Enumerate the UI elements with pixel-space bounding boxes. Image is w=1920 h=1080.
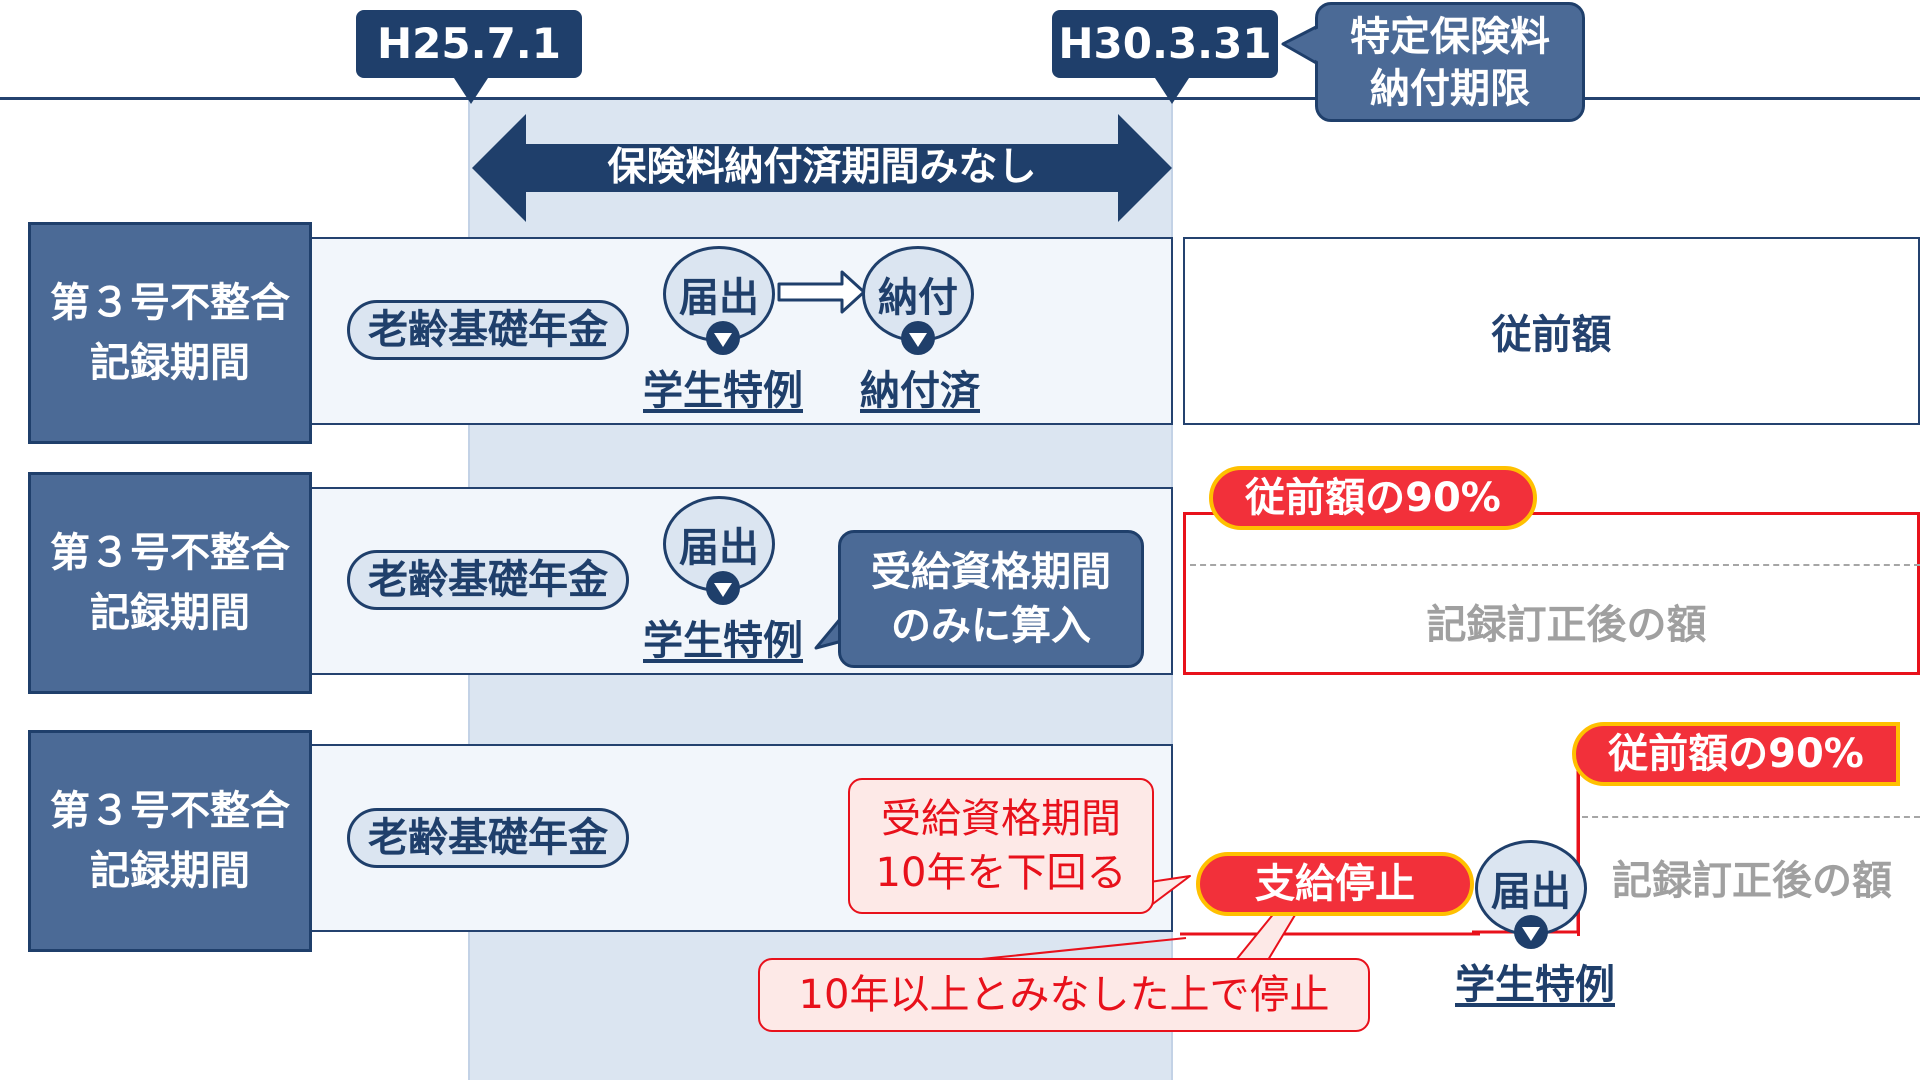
row1-label-line1: 第３号不整合 [50,280,290,326]
row2-callout-line1: 受給資格期間 [871,549,1111,595]
row1-paid: 納付済 [860,368,980,414]
row1-notification-down-icon [706,321,740,355]
row1-label: 第３号不整合 記録期間 [28,222,312,444]
row3-student-exception: 学生特例 [1455,962,1615,1008]
row1-payment-down-icon [901,321,935,355]
deadline-label-line1: 特定保険料 [1350,14,1550,60]
row3-stop-badge: 支給停止 [1196,852,1474,916]
deemed-paid-label: 保険料納付済期間みなし [607,145,1037,190]
row1-label-line2: 記録期間 [90,340,250,386]
row2-label: 第３号不整合 記録期間 [28,472,312,694]
row3-stop-note: 10年以上とみなした上で停止 [798,972,1330,1018]
row3-label: 第３号不整合 記録期間 [28,730,312,952]
row2-outcome-box [1183,512,1920,675]
start-date-tag: H25.7.1 [356,10,582,78]
row2-dashed-divider [1190,564,1920,566]
row3-outcome-badge: 従前額の90% [1572,722,1900,786]
deadline-label-line2: 納付期限 [1370,66,1530,112]
row3-pension-pill: 老齢基礎年金 [347,808,629,868]
row2-notification-down-icon [706,571,740,605]
start-date-pointer [454,78,488,104]
row2-label-line1: 第３号不整合 [50,530,290,576]
row3-outcome: 記録訂正後の額 [1612,858,1892,904]
row3-stop-note-callout: 10年以上とみなした上で停止 [758,958,1370,1032]
row3-label-line2: 記録期間 [90,848,250,894]
row3-warning-callout: 受給資格期間 10年を下回る [848,778,1154,914]
row1-notification-circle: 届出 [663,246,775,342]
row2-label-line2: 記録期間 [90,590,250,636]
row2-pension-pill: 老齢基礎年金 [347,550,629,610]
row2-eligibility-callout: 受給資格期間 のみに算入 [838,530,1144,668]
end-date-tag: H30.3.31 [1052,10,1278,78]
row3-warning-line2: 10年を下回る [875,850,1127,896]
row2-outcome: 記録訂正後の額 [1426,602,1707,648]
row1-student-exception: 学生特例 [643,368,803,414]
row3-warning-line1: 受給資格期間 [881,796,1121,842]
row3-notification-down-icon [1514,915,1548,949]
timeline-line [0,97,1920,100]
row3-dashed-divider [1582,816,1920,818]
row1-outcome-box: 従前額 [1183,237,1920,425]
row1-pension-pill: 老齢基礎年金 [347,300,629,360]
deadline-callout: 特定保険料 納付期限 [1315,2,1585,122]
row1-outcome: 従前額 [1491,312,1612,358]
row2-callout-line2: のみに算入 [891,603,1091,649]
row3-label-line1: 第３号不整合 [50,788,290,834]
end-date-pointer [1155,78,1189,104]
row2-student-exception: 学生特例 [643,618,803,664]
row2-outcome-badge: 従前額の90% [1209,466,1537,530]
